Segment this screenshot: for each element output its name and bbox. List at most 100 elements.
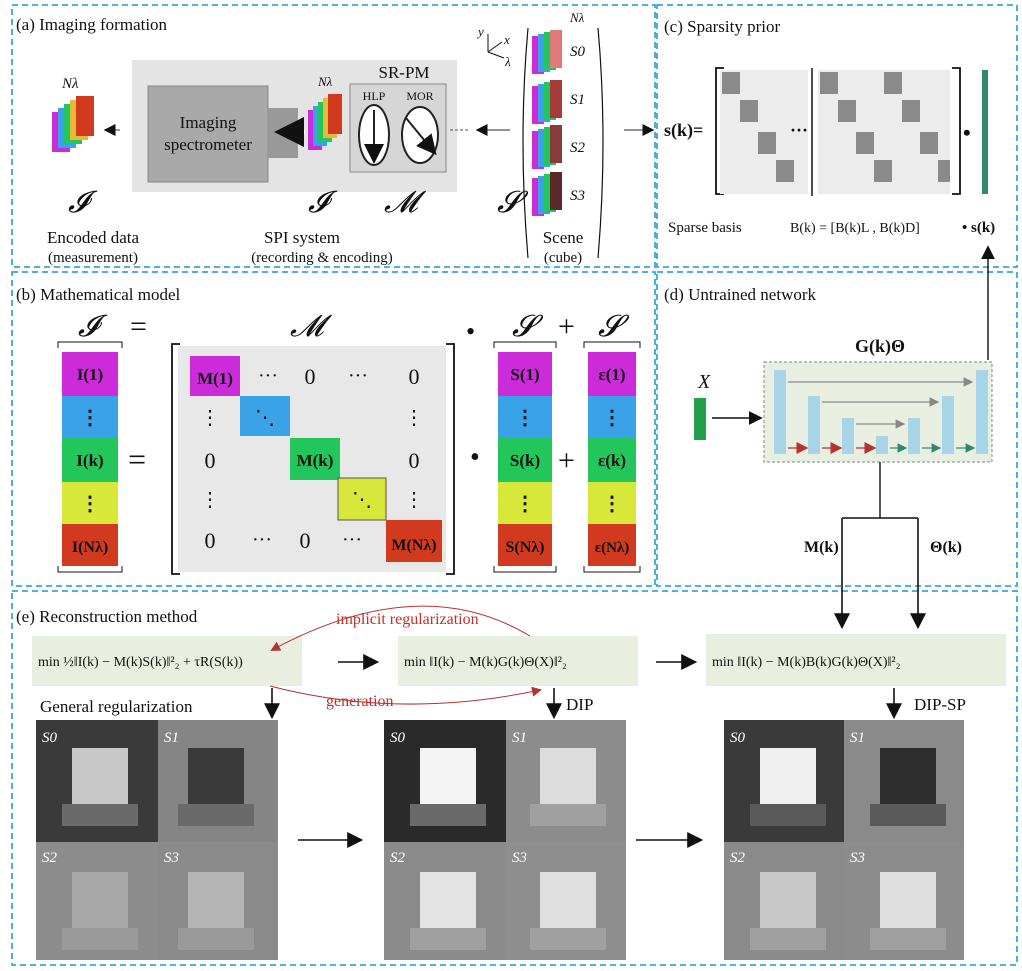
svg-text:•: • xyxy=(470,442,480,473)
mor-label: MOR xyxy=(406,89,433,103)
panel-e: (e) Reconstruction method min ½‖I(k) − M… xyxy=(16,605,1006,960)
eq2-box xyxy=(398,636,638,686)
unet-blocks xyxy=(774,370,988,454)
svg-text:ε(1): ε(1) xyxy=(598,365,625,384)
svg-text:⋮: ⋮ xyxy=(200,489,220,511)
grid-general: S0 S1 S2 S3 xyxy=(36,720,278,960)
svg-text:S2: S2 xyxy=(42,850,58,866)
sparse-vector xyxy=(982,70,988,194)
spectrometer-label-2: spectrometer xyxy=(164,135,252,154)
panel-b: (b) Mathematical model 𝓘 = 𝓜 • 𝓢 + 𝓢 I(1… xyxy=(16,285,641,575)
svg-text:𝓢: 𝓢 xyxy=(598,310,630,343)
basis-label: Sparse basis xyxy=(668,220,742,236)
svg-text:𝓘: 𝓘 xyxy=(78,310,108,343)
svg-text:0: 0 xyxy=(205,528,216,553)
svg-text:S2: S2 xyxy=(570,140,586,156)
S-vector: S(1) ⋮ S(k) ⋮ S(Nλ) xyxy=(493,341,557,573)
svg-text:ε(k): ε(k) xyxy=(598,451,626,470)
eq1: min ½‖I(k) − M(k)S(k)‖²₂ + τR(S(k)) xyxy=(38,655,243,670)
svg-text:⋮: ⋮ xyxy=(602,493,622,515)
svg-text:⋮: ⋮ xyxy=(515,493,535,515)
svg-text:0: 0 xyxy=(409,448,420,473)
svg-text:···: ··· xyxy=(252,529,272,551)
svg-text:0: 0 xyxy=(305,364,316,389)
sym-I-encoded: 𝓘 xyxy=(68,186,98,219)
scene-bracket-left xyxy=(522,27,529,259)
scene-label: Scene xyxy=(543,228,584,247)
dip-label: DIP xyxy=(566,695,593,714)
svg-text:S0: S0 xyxy=(390,730,406,746)
panel-c-lhs: s(k)= xyxy=(664,120,703,141)
svg-text:···: ··· xyxy=(342,529,362,551)
implicit-label: implicit regularization xyxy=(336,611,479,628)
panel-e-title: (e) Reconstruction method xyxy=(16,607,198,626)
svg-text:···: ··· xyxy=(258,365,278,387)
input-X: X xyxy=(697,371,711,393)
svg-text:0: 0 xyxy=(409,364,420,389)
axes-icon: y x λ xyxy=(476,24,511,69)
svg-text:⋮: ⋮ xyxy=(404,407,424,429)
panel-a: (a) Imaging formation Nλ Imaging spectro… xyxy=(16,10,655,266)
m-label: M(k) xyxy=(804,539,839,556)
n-lambda-label-1: Nλ xyxy=(61,76,79,92)
svg-text:S0: S0 xyxy=(730,730,746,746)
grid-dip: S0 S1 S2 S3 xyxy=(384,720,626,960)
input-block xyxy=(694,398,706,440)
svg-text:S3: S3 xyxy=(512,850,527,866)
spi-cube: Nλ xyxy=(308,74,342,150)
svg-text:S0: S0 xyxy=(570,44,586,60)
svg-text:0: 0 xyxy=(205,448,216,473)
I-vector: I(1) ⋮ I(k) ⋮ I(Nλ) xyxy=(57,341,123,573)
svg-text:⋱: ⋱ xyxy=(255,407,275,429)
generation-arrow xyxy=(269,685,542,705)
svg-text:I(1): I(1) xyxy=(77,365,103,384)
svg-text:I(k): I(k) xyxy=(76,451,103,470)
svg-text:⋮: ⋮ xyxy=(404,489,424,511)
svg-text:𝓢: 𝓢 xyxy=(512,310,544,343)
basis-eq: B(k) = [B(k)L , B(k)D] xyxy=(790,221,920,236)
panel-c: (c) Sparsity prior s(k)= ··· • Sparse ba… xyxy=(664,17,995,360)
panel-c-rhs: • s(k) xyxy=(962,220,995,236)
panel-b-title: (b) Mathematical model xyxy=(16,285,181,304)
measurement-label: (measurement) xyxy=(48,250,138,266)
svg-text:S2: S2 xyxy=(730,850,746,866)
svg-text:S1: S1 xyxy=(164,730,179,746)
recording-label: (recording & encoding) xyxy=(251,250,393,266)
svg-text:M(Nλ): M(Nλ) xyxy=(391,537,436,554)
svg-text:M(k): M(k) xyxy=(297,451,334,470)
E-vector: ε(1) ⋮ ε(k) ⋮ ε(Nλ) xyxy=(583,341,641,573)
generation-label: generation xyxy=(326,693,394,710)
dipsp-label: DIP-SP xyxy=(914,695,966,714)
svg-text:S1: S1 xyxy=(850,730,865,746)
svg-text:+: + xyxy=(558,310,575,343)
svg-text:S1: S1 xyxy=(570,92,585,108)
svg-text:S2: S2 xyxy=(390,850,406,866)
svg-text:S3: S3 xyxy=(164,850,179,866)
svg-text:M(1): M(1) xyxy=(197,369,233,388)
scene-bracket-right xyxy=(597,27,604,259)
svg-text:0: 0 xyxy=(300,528,311,553)
spi-label: SPI system xyxy=(264,228,340,247)
svg-text:S3: S3 xyxy=(850,850,865,866)
svg-text:···: ··· xyxy=(348,365,368,387)
svg-text:•: • xyxy=(963,120,971,145)
svg-text:S0: S0 xyxy=(42,730,58,746)
svg-text:S(Nλ): S(Nλ) xyxy=(506,539,545,556)
svg-text:•: • xyxy=(466,317,475,346)
encoded-cube: Nλ xyxy=(52,76,94,152)
svg-text:ε(Nλ): ε(Nλ) xyxy=(595,540,630,556)
svg-text:+: + xyxy=(558,444,575,477)
grid-dipsp: S0 S1 S2 S3 xyxy=(724,720,964,960)
spectrometer-box xyxy=(147,85,269,183)
svg-text:···: ··· xyxy=(790,120,808,140)
general-label: General regularization xyxy=(40,697,193,716)
svg-text:λ: λ xyxy=(504,54,511,69)
n-lambda-label-2: Nλ xyxy=(317,74,333,89)
svg-text:x: x xyxy=(503,32,510,47)
svg-text:⋮: ⋮ xyxy=(80,407,100,429)
svg-text:y: y xyxy=(476,24,484,39)
srpm-label: SR-PM xyxy=(378,63,429,82)
svg-text:⋮: ⋮ xyxy=(200,407,220,429)
svg-text:=: = xyxy=(130,310,147,343)
